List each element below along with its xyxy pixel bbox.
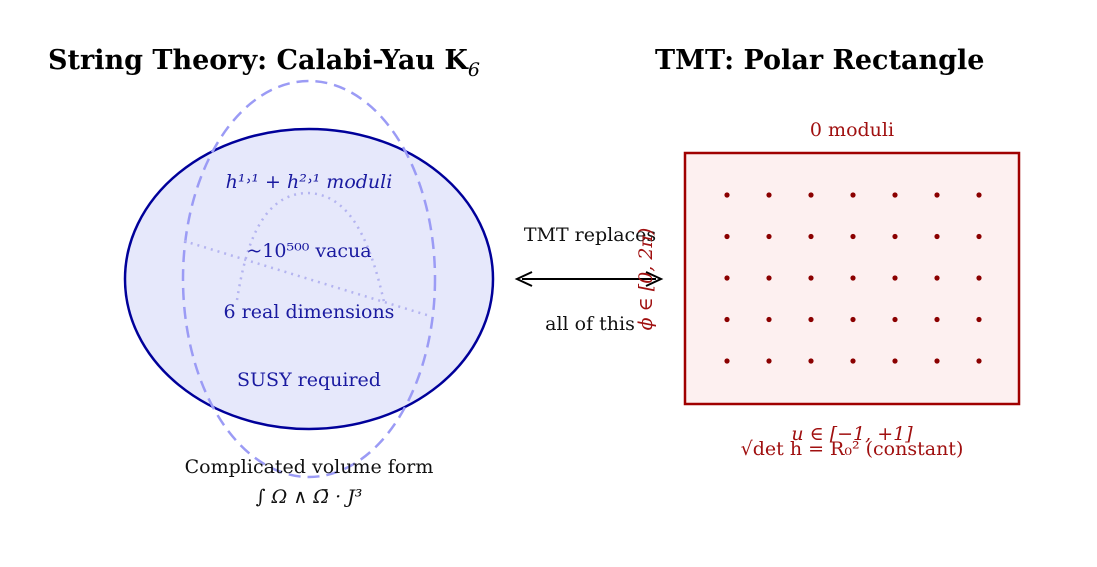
grid-dot	[850, 233, 856, 240]
grid-dot	[934, 233, 940, 240]
dot-grid	[724, 192, 982, 364]
grid-dot	[850, 358, 856, 364]
grid-dot	[976, 275, 982, 281]
grid-dot	[892, 192, 898, 198]
arrow-head-right	[645, 271, 664, 287]
grid-dot	[934, 358, 940, 364]
grid-dot	[976, 316, 982, 323]
grid-dot	[976, 192, 982, 198]
grid-dot	[892, 316, 898, 323]
calabi-yau-ellipse	[123, 127, 495, 431]
grid-dot	[892, 275, 898, 281]
grid-dot	[766, 316, 772, 323]
grid-dot	[892, 358, 898, 364]
u-range-label: u ∈ [−1, +1]	[791, 423, 913, 445]
vacua-label: ~10⁵⁰⁰ vacua	[246, 240, 371, 262]
right-title: TMT: Polar Rectangle	[655, 45, 984, 76]
grid-dot	[934, 192, 940, 198]
all-of-this-label: all of this	[545, 313, 635, 335]
grid-dot	[766, 233, 772, 240]
left-title: String Theory: Calabi-Yau K6	[48, 45, 480, 81]
grid-dot	[976, 358, 982, 364]
grid-dot	[766, 275, 772, 281]
grid-dot	[850, 275, 856, 281]
grid-dot	[976, 233, 982, 240]
grid-dot	[766, 358, 772, 364]
grid-dot	[766, 192, 772, 198]
grid-dot	[808, 358, 814, 364]
grid-dot	[724, 233, 730, 240]
det-h-label: √det h = R₀² (constant)	[741, 438, 964, 460]
dimensions-label: 6 real dimensions	[224, 301, 395, 323]
volume-caption: Complicated volume form	[185, 456, 434, 478]
grid-dot	[724, 316, 730, 323]
grid-dot	[850, 192, 856, 198]
arrow-head-left	[514, 271, 533, 287]
grid-dot	[934, 275, 940, 281]
dotted-line	[183, 239, 431, 318]
grid-dot	[892, 233, 898, 240]
phi-range-label: ϕ ∈ [0, 2π)	[635, 228, 657, 331]
grid-dot	[808, 275, 814, 281]
grid-dot	[850, 316, 856, 323]
volume-formula: ∫ Ω ∧ Ω̄ · J³	[256, 486, 363, 508]
grid-dot	[724, 358, 730, 364]
grid-dot	[724, 192, 730, 198]
grid-dot	[808, 316, 814, 323]
susy-label: SUSY required	[237, 369, 381, 391]
grid-dot	[724, 275, 730, 281]
zero-moduli-label: 0 moduli	[810, 119, 894, 141]
replaces-label: TMT replaces	[524, 224, 656, 246]
grid-dot	[934, 316, 940, 323]
grid-dot	[808, 233, 814, 240]
grid-dot	[808, 192, 814, 198]
moduli-label: h¹˒¹ + h²˒¹ moduli	[226, 171, 393, 193]
dashed-fiber-ellipse	[181, 79, 437, 479]
